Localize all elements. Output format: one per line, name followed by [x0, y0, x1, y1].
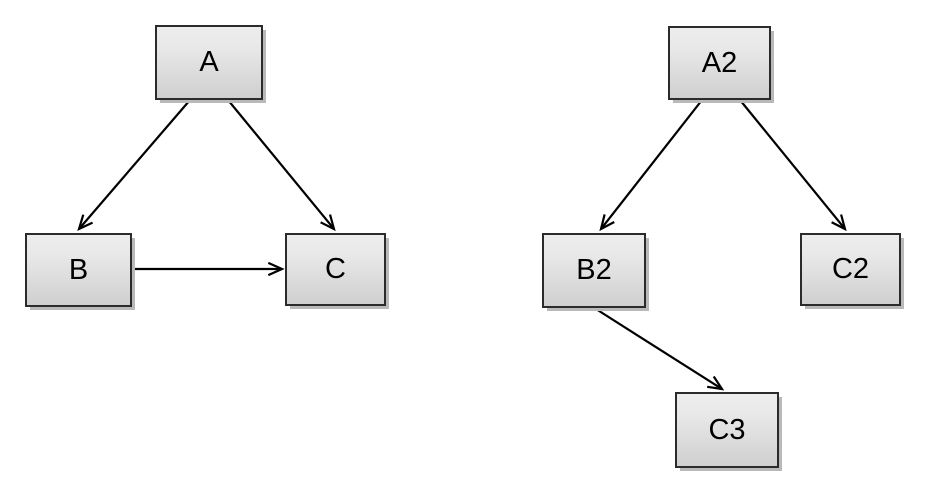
node-c2[interactable]: C2 [800, 233, 901, 306]
edge-line-A-C [227, 99, 334, 229]
edges-group [77, 99, 847, 391]
node-label-c2: C2 [831, 253, 870, 285]
edge-line-B2-C3 [595, 308, 721, 389]
node-label-c3: C3 [708, 413, 746, 446]
node-label-a2: A2 [701, 46, 738, 79]
node-c[interactable]: C [285, 233, 386, 306]
node-b[interactable]: B [25, 233, 132, 307]
arrowhead-icon-A-B [77, 214, 94, 232]
node-c3[interactable]: C3 [675, 392, 779, 468]
node-a2[interactable]: A2 [668, 26, 771, 100]
node-b2[interactable]: B2 [542, 233, 646, 308]
arrowhead-icon-B2-C3 [706, 375, 725, 391]
edge-line-A2-C2 [739, 99, 845, 229]
node-a[interactable]: A [155, 25, 263, 100]
arrowhead-icon-A2-B2 [599, 214, 615, 232]
node-label-a: A [199, 46, 219, 78]
edge-line-A2-B2 [601, 99, 703, 229]
node-label-b2: B2 [576, 254, 612, 286]
node-label-c: C [325, 253, 346, 285]
node-label-b: B [68, 253, 89, 286]
arrowhead-icon-A2-C2 [831, 214, 847, 232]
edge-line-A-B [79, 99, 191, 229]
arrowhead-icon-B-C [267, 261, 285, 277]
arrowhead-icon-A-C [320, 214, 336, 232]
